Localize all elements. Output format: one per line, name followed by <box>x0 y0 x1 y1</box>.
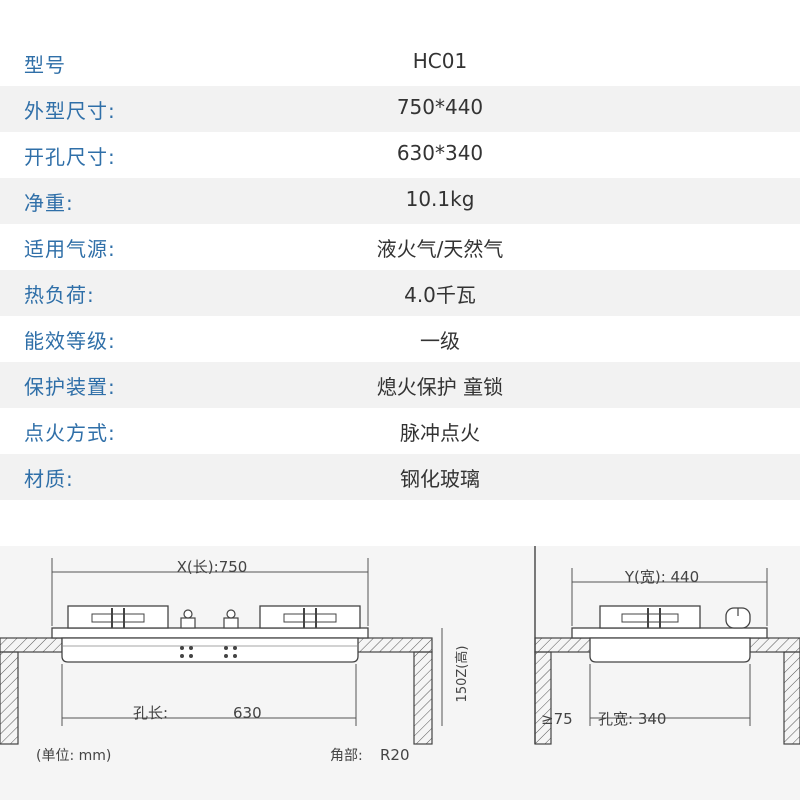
spec-row-material: 材质: 钢化玻璃 <box>0 454 800 500</box>
spec-value: 10.1kg <box>405 187 475 211</box>
width-dimension <box>571 568 768 626</box>
spec-label: 开孔尺寸: <box>24 145 116 169</box>
knob-right <box>223 609 239 629</box>
spec-label: 型号 <box>24 53 66 77</box>
corner-label: 角部: <box>330 748 363 764</box>
countertop-side-right <box>749 637 800 745</box>
corner-value: R20 <box>380 746 410 764</box>
spec-value: 液火气/天然气 <box>376 237 504 261</box>
spec-label: 外型尺寸: <box>24 99 116 123</box>
spec-row-model: 型号 HC01 <box>0 40 800 86</box>
length-dimension <box>51 558 369 626</box>
height-label: 150Z(高) <box>454 646 470 703</box>
hole-width-dimension <box>589 664 751 726</box>
burner-right <box>259 605 361 629</box>
spec-label: 点火方式: <box>24 421 116 445</box>
spec-value: HC01 <box>412 49 468 73</box>
hole-length-value: 630 <box>233 704 262 722</box>
spec-label: 保护装置: <box>24 375 116 399</box>
burner-side <box>599 605 701 629</box>
countertop-left <box>0 637 63 745</box>
installation-diagram: X(长):750 孔长: 630 150Z(高) <box>0 546 800 800</box>
spec-label: 材质: <box>24 467 74 491</box>
control-dots <box>180 646 237 658</box>
spec-row-ignition: 点火方式: 脉冲点火 <box>0 408 800 454</box>
spec-row-gas-source: 适用气源: 液火气/天然气 <box>0 224 800 270</box>
spec-row-heat-load: 热负荷: 4.0千瓦 <box>0 270 800 316</box>
hole-length-dimension <box>61 664 357 726</box>
spec-label: 能效等级: <box>24 329 116 353</box>
spec-value: 脉冲点火 <box>400 421 480 445</box>
front-view: X(长):750 孔长: 630 150Z(高) <box>0 558 470 745</box>
spec-label: 净重: <box>24 191 74 215</box>
clearance-label: ≥75 <box>541 710 573 728</box>
spec-row-protection: 保护装置: 熄火保护 童锁 <box>0 362 800 408</box>
spec-value: 熄火保护 童锁 <box>376 375 504 399</box>
countertop-right <box>355 637 433 745</box>
spec-label: 适用气源: <box>24 237 116 261</box>
spec-row-outer-size: 外型尺寸: 750*440 <box>0 86 800 132</box>
spec-label: 热负荷: <box>24 283 95 307</box>
cooktop-front-body <box>51 627 369 663</box>
spec-table: 型号 HC01 外型尺寸: 750*440 开孔尺寸: 630*340 净重: … <box>0 40 800 500</box>
spec-row-net-weight: 净重: 10.1kg <box>0 178 800 224</box>
hole-width-label: 孔宽: 340 <box>598 710 666 728</box>
width-label: Y(宽): 440 <box>624 568 699 586</box>
cooktop-side-body <box>571 627 768 663</box>
spec-row-cutout-size: 开孔尺寸: 630*340 <box>0 132 800 178</box>
burner-left <box>67 605 169 629</box>
spec-value: 一级 <box>420 329 460 353</box>
unit-note: (单位: mm) <box>36 748 111 764</box>
spec-value: 630*340 <box>396 141 484 165</box>
installation-diagram-svg: X(长):750 孔长: 630 150Z(高) <box>0 546 800 764</box>
spec-value: 钢化玻璃 <box>400 467 480 491</box>
length-label: X(长):750 <box>177 558 248 576</box>
countertop-side-left <box>534 637 596 745</box>
knob-left <box>180 609 196 629</box>
spec-value: 750*440 <box>396 95 484 119</box>
side-view: Y(宽): 440 ≥75 孔宽: 340 <box>534 546 800 745</box>
spec-row-energy-grade: 能效等级: 一级 <box>0 316 800 362</box>
knob-side <box>725 607 751 629</box>
spec-value: 4.0千瓦 <box>404 283 476 307</box>
hole-length-label: 孔长: <box>133 704 168 722</box>
